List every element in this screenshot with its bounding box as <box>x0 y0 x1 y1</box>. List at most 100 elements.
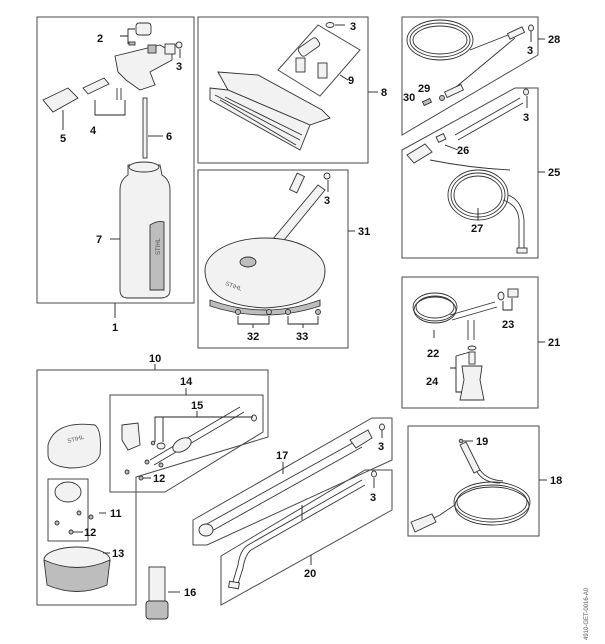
hose-coil-part <box>456 484 528 520</box>
oring-part <box>458 438 464 444</box>
oring-part <box>379 423 385 431</box>
nut-part <box>439 95 445 101</box>
brand-mark: STIHL <box>224 281 243 293</box>
oring-part <box>371 470 377 478</box>
leader-9 <box>339 74 349 81</box>
screw-part <box>266 309 272 315</box>
group-25-frame <box>401 87 539 259</box>
group-18-high-pressure-hose: 19 18 <box>407 425 562 537</box>
label-3: 3 <box>350 21 356 33</box>
label-32: 32 <box>247 331 259 343</box>
bottle-neck-part <box>128 161 160 173</box>
group-14-frame <box>109 394 264 493</box>
hose-coil-part <box>412 25 468 55</box>
screw-part <box>68 529 74 535</box>
top-nozzle-part <box>147 44 157 54</box>
screw-part <box>235 309 241 315</box>
label-17: 17 <box>276 450 288 462</box>
label-16: 16 <box>184 587 196 599</box>
extension-tube-part <box>454 97 524 141</box>
adapter-nut-part <box>145 600 169 620</box>
hose-fitting-part <box>506 26 526 40</box>
leader-4 <box>94 100 126 116</box>
lance-tube-part <box>204 439 363 533</box>
group-11-frame <box>47 478 89 542</box>
screw-part <box>158 462 164 468</box>
group-20-angled-lance: 20 3 <box>220 469 393 606</box>
cleaner-hub-part <box>239 256 257 268</box>
adapter-part <box>297 37 321 57</box>
screw-part <box>315 309 321 315</box>
label-15: 15 <box>191 400 203 412</box>
group-8-frame <box>197 16 369 164</box>
hose-end-part <box>516 247 528 254</box>
label-1: 1 <box>112 322 118 334</box>
oring-part <box>528 24 534 32</box>
brand-mark: STIHL <box>67 435 86 445</box>
screw-part <box>285 309 291 315</box>
lance-fitting-part <box>349 429 373 449</box>
group-1-foam-nozzle: STIHL 2 3 4 5 6 7 1 <box>36 16 195 334</box>
inlet-part <box>164 43 176 55</box>
leader-24 <box>450 351 471 393</box>
label-3: 3 <box>370 492 376 504</box>
label-31: 31 <box>358 226 370 238</box>
hose-nozzle-part <box>406 143 433 164</box>
group-28-extension-hose: 3 28 29 30 <box>401 16 560 136</box>
hose-tail-part <box>502 194 525 250</box>
hose-coil-part <box>453 481 531 523</box>
round-brush-bristles-part <box>43 559 111 592</box>
label-6: 6 <box>166 131 172 143</box>
adapter2-part <box>317 62 328 79</box>
label-19: 19 <box>476 436 488 448</box>
nozzle-insert-part <box>435 132 447 144</box>
label-10: 10 <box>149 353 161 365</box>
adapter-stem-part <box>295 57 306 73</box>
hose-fitting-part <box>443 83 465 99</box>
screw-part <box>138 475 144 481</box>
group-21-frame <box>401 276 539 409</box>
label-30: 30 <box>403 92 415 104</box>
label-3: 3 <box>527 45 533 57</box>
hose-part <box>429 159 511 171</box>
group-9-frame <box>277 24 361 97</box>
leader-15 <box>154 411 253 442</box>
label-29: 29 <box>418 83 430 95</box>
group-1-frame <box>36 16 195 304</box>
label-26: 26 <box>457 145 469 157</box>
label-4: 4 <box>90 125 97 137</box>
label-8: 8 <box>381 87 387 99</box>
screw-part <box>144 459 150 465</box>
screw-part <box>76 510 82 516</box>
drive-housing-part <box>121 422 141 451</box>
label-5: 5 <box>60 133 66 145</box>
bottle-grip-part <box>149 220 165 291</box>
group-17-frame <box>192 417 393 546</box>
hose-part <box>476 469 504 484</box>
label-3: 3 <box>523 112 529 124</box>
leader-23 <box>502 298 513 311</box>
group-28-frame <box>401 16 539 136</box>
clamp-part <box>497 291 505 301</box>
hose-coil-part <box>415 295 455 319</box>
adapter-part <box>288 172 306 194</box>
lance-connector-part <box>271 184 326 246</box>
label-3: 3 <box>378 441 384 453</box>
label-3: 3 <box>324 195 330 207</box>
brush-cover-part <box>47 423 101 469</box>
oring-part <box>175 41 183 49</box>
cleaner-rim-part <box>204 269 326 309</box>
drive-handle-part <box>172 437 192 453</box>
oring-part <box>251 414 257 422</box>
label-25: 25 <box>548 167 560 179</box>
oring-part <box>325 22 335 28</box>
hose-lead-part <box>449 301 498 340</box>
label-23: 23 <box>502 319 514 331</box>
oring-part <box>323 172 331 180</box>
lance-end-part <box>198 523 214 537</box>
suction-tube-part <box>142 97 148 159</box>
oring-part <box>156 442 166 450</box>
insert-part <box>82 77 110 95</box>
group-21-suction-hose: 23 22 24 21 <box>401 276 560 409</box>
